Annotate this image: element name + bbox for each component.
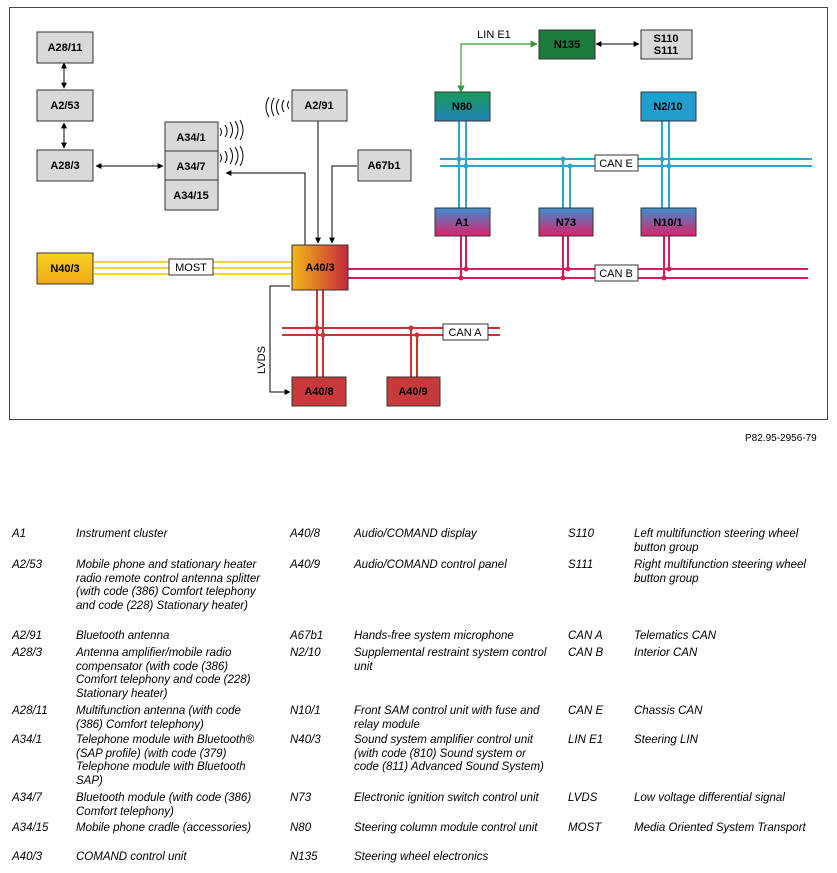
box-a40-3: A40/3 [291, 244, 349, 291]
box-n135: N135 [538, 29, 596, 60]
svg-text:CAN B: CAN B [599, 268, 633, 280]
box-label: N80 [452, 101, 472, 113]
box-n73: N73 [538, 207, 594, 237]
box-a28-11: A28/11 [36, 31, 94, 64]
box-label: A1 [455, 217, 469, 229]
box-a67b1: A67b1 [357, 149, 412, 182]
figure-reference: P82.95-2956-79 [745, 433, 817, 444]
box-a2-91: A2/91 [291, 89, 348, 122]
lin-e1-label: LIN E1 [477, 29, 511, 41]
box-n40-3: N40/3 [36, 252, 94, 285]
box-n80: N80 [434, 91, 491, 122]
can-b-label: CAN B [594, 264, 639, 282]
box-label: S110 [653, 33, 678, 45]
box-label: A34/7 [176, 161, 205, 173]
box-a2-53: A2/53 [36, 89, 94, 122]
box-a40-9: A40/9 [386, 376, 441, 407]
box-a28-3: A28/3 [36, 149, 94, 182]
box-label: S111 [654, 45, 678, 57]
lin-e1-line [457, 40, 538, 93]
box-label: N135 [554, 39, 580, 51]
can-e-label: CAN E [594, 154, 639, 172]
svg-text:MOST: MOST [175, 262, 207, 274]
box-n2-10: N2/10 [640, 91, 697, 122]
box-label: N40/3 [50, 263, 79, 275]
box-label: A40/8 [304, 386, 333, 398]
box-a34-group: A34/1 A34/7 A34/15 [164, 121, 219, 211]
box-label: A34/15 [173, 190, 208, 202]
box-label: A28/11 [48, 42, 83, 54]
box-label: N10/1 [653, 217, 682, 229]
box-label: N2/10 [653, 101, 682, 113]
wave-icon [219, 96, 290, 167]
box-label: N73 [556, 217, 576, 229]
diagram-frame [9, 7, 828, 420]
svg-text:CAN E: CAN E [599, 158, 633, 170]
box-label: A67b1 [367, 160, 400, 172]
network-diagram: A28/11 A2/53 A28/3 A34/1 A34/7 A34/15 A2… [9, 7, 828, 420]
box-label: A2/53 [50, 100, 79, 112]
lvds-label: LVDS [256, 346, 268, 374]
box-n10-1: N10/1 [640, 207, 697, 237]
can-a-bus [282, 290, 500, 378]
box-label: A34/1 [176, 132, 205, 144]
most-label: MOST [168, 258, 214, 276]
svg-text:CAN A: CAN A [448, 327, 482, 339]
box-label: A40/3 [305, 262, 334, 274]
box-label: A2/91 [304, 100, 333, 112]
connectors [61, 41, 640, 395]
box-a40-8: A40/8 [291, 376, 347, 407]
can-a-label: CAN A [442, 323, 489, 341]
box-label: A28/3 [50, 160, 79, 172]
box-label: A40/9 [398, 386, 427, 398]
can-b-bus [348, 236, 808, 279]
box-a1: A1 [434, 207, 491, 237]
box-s110-s111: S110 S111 [640, 29, 693, 60]
